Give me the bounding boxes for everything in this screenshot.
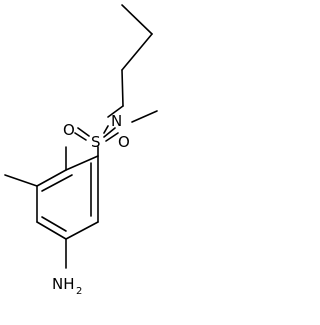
atom-n: N — [111, 112, 122, 130]
ring-bond-1 — [65, 155, 99, 171]
bond-s-o-left-a — [77, 127, 90, 137]
bond-s-o-right-b — [105, 132, 119, 142]
bond-s-o-right-a — [103, 127, 116, 138]
ring-bond-2 — [36, 169, 67, 187]
bond-butyl-2 — [121, 33, 153, 71]
ring-inner-bond-1 — [41, 174, 73, 192]
atom-o-left: O — [63, 121, 75, 139]
atom-amine-subscript: 2 — [76, 286, 82, 297]
atom-o-right: O — [118, 133, 130, 151]
bond-methyl-left — [4, 174, 38, 187]
atom-s: S — [91, 133, 101, 151]
atom-amine: NH — [52, 275, 75, 293]
molecule-diagram: N S O O NH 2 — [4, 4, 158, 297]
bond-butyl-3 — [121, 69, 124, 107]
bond-n-s — [103, 125, 109, 134]
bond-butyl-1 — [121, 4, 153, 35]
bond-n-methyl — [131, 110, 158, 123]
ring-inner-bond-2 — [41, 216, 67, 232]
bond-s-o-left-b — [74, 132, 87, 141]
ring-bond-4 — [36, 221, 67, 240]
ring-bond-5 — [65, 221, 99, 240]
bond-butyl-n — [107, 105, 124, 118]
